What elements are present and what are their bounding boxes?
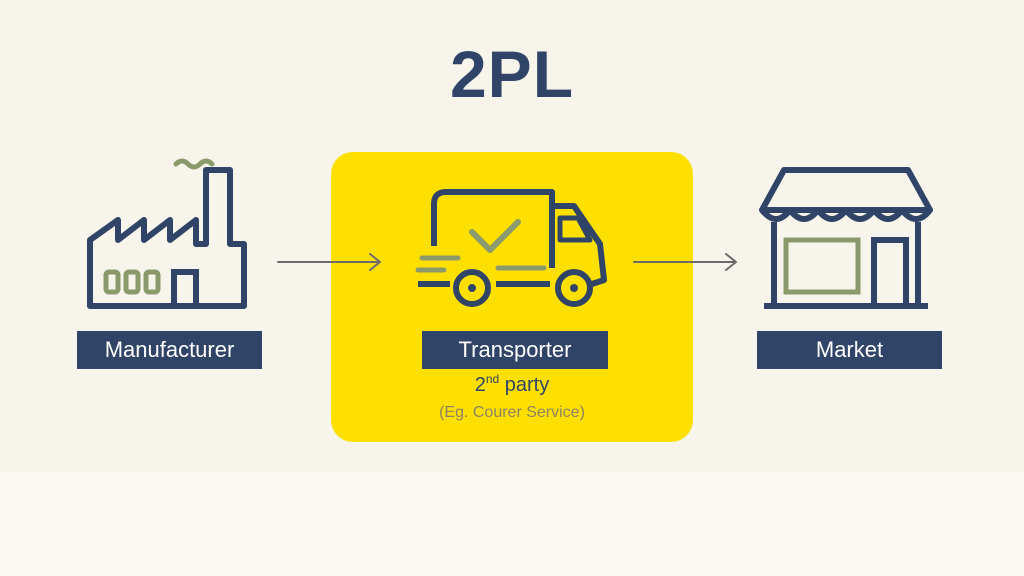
party-number: 2 bbox=[474, 374, 486, 396]
arrow-manufacturer-to-transporter bbox=[277, 253, 381, 271]
manufacturer-label: Manufacturer bbox=[77, 331, 262, 369]
storefront-icon bbox=[759, 167, 933, 309]
market-label: Market bbox=[757, 331, 942, 369]
party-word: party bbox=[499, 374, 550, 396]
party-suffix: nd bbox=[485, 372, 500, 386]
delivery-truck-icon bbox=[415, 189, 607, 307]
bottom-band bbox=[0, 472, 1024, 576]
transporter-label: Transporter bbox=[422, 331, 608, 369]
factory-icon bbox=[87, 158, 247, 309]
arrow-transporter-to-market bbox=[633, 253, 737, 271]
diagram-title: 2PL bbox=[449, 37, 575, 111]
party-designation: 2nd party bbox=[331, 372, 693, 397]
transporter-example: (Eg. Courer Service) bbox=[439, 404, 585, 421]
transporter-highlight-box bbox=[331, 152, 693, 442]
